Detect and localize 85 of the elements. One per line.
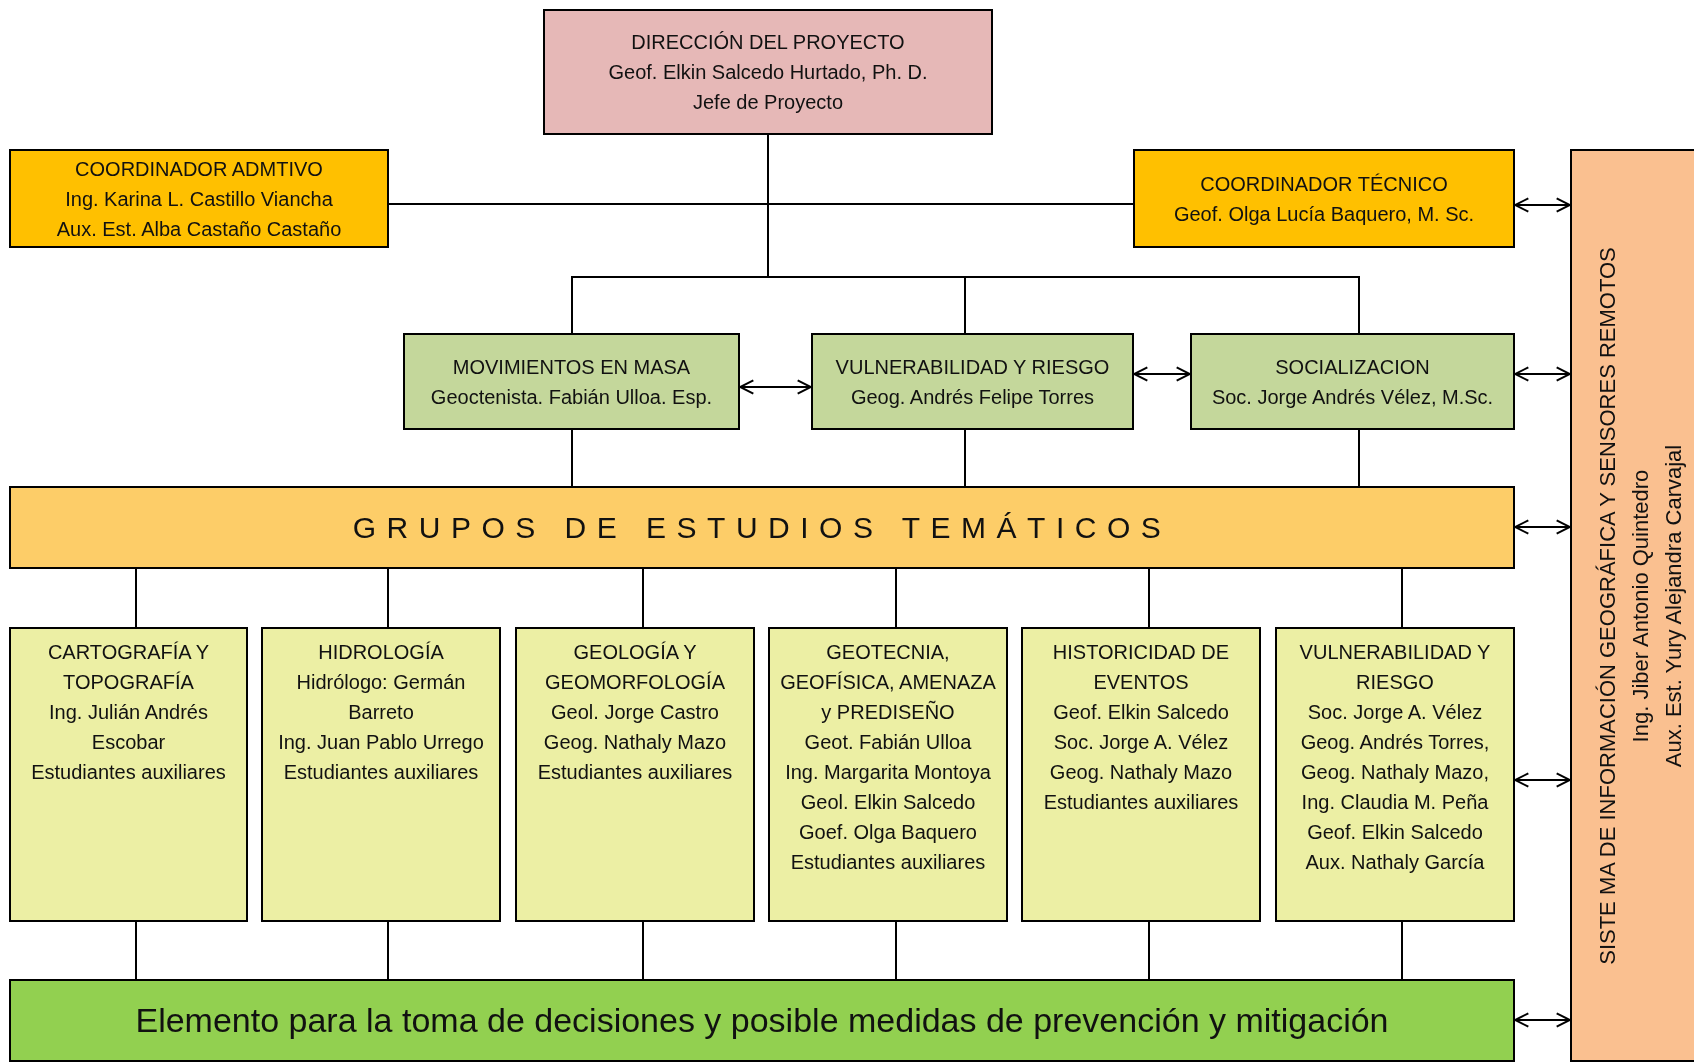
node-heading: SISTE MA DE INFORMACIÓN GEOGRÁFICA Y SENSORES REMOTOS [1592, 245, 1620, 967]
connector-line [387, 568, 389, 628]
study-group-box [1021, 627, 1261, 922]
node-heading: CARTOGRAFÍA Y TOPOGRAFÍA [46, 640, 211, 695]
node-heading: GEOTECNIA, GEOFÍSICA, AMENAZA y PREDISEÑO [779, 640, 997, 725]
connector-line [895, 921, 897, 980]
node-text: Ing. Julián Andrés Escobar [48, 700, 209, 755]
node-heading: SOCIALIZACION [1274, 354, 1431, 380]
node-text: Goef. Olga Baquero [798, 820, 978, 845]
outcome-banner [9, 979, 1515, 1062]
node-text: Geoctenista. Fabián Ulloa. Esp. [429, 384, 714, 410]
area-box [1190, 333, 1515, 430]
study-group-box [768, 627, 1008, 922]
double-arrow [1514, 366, 1571, 382]
study-group-box [515, 627, 755, 922]
node-text: Aux. Nathaly García [1304, 850, 1486, 875]
node-text: Estudiantes auxiliares [282, 760, 480, 785]
double-arrow [739, 379, 812, 395]
double-arrow [1514, 197, 1571, 213]
groups-banner [9, 486, 1515, 569]
study-group-box [1275, 627, 1515, 922]
double-arrow [1514, 772, 1571, 788]
node-text: Geog. Nathaly Mazo [542, 730, 728, 755]
node-text: Elemento para la toma de decisiones y posible medidas de prevención y mitigación [134, 1000, 1390, 1041]
node-heading: VULNERABILIDAD Y RIESGO [834, 354, 1111, 380]
node-text: Geof. Elkin Salcedo [1306, 820, 1484, 845]
node-text: Geol. Jorge Castro [550, 700, 720, 725]
node-text: Ing. Claudia M. Peña [1300, 790, 1490, 815]
connector-line [135, 921, 137, 980]
area-box [403, 333, 740, 430]
node-text: Soc. Jorge A. Vélez [1052, 730, 1230, 755]
node-text: Ing. Karina L. Castillo Viancha [64, 186, 334, 212]
node-text: Ing. Margarita Montoya [784, 760, 992, 785]
node-heading: COORDINADOR TÉCNICO [1199, 171, 1449, 197]
connector-line [1401, 568, 1403, 628]
node-text: Soc. Jorge Andrés Vélez, M.Sc. [1210, 384, 1495, 410]
node-text: Aux. Est. Yury Alejandra Carvajal [1658, 443, 1687, 769]
connector-line [571, 429, 573, 487]
node-text: Geog. Nathaly Mazo [1048, 760, 1234, 785]
node-text: Geof. Elkin Salcedo Hurtado, Ph. D. [607, 60, 929, 85]
study-group-box [261, 627, 501, 922]
node-text: Geog. Nathaly Mazo, [1300, 760, 1490, 785]
coordinator-box [1133, 149, 1515, 248]
node-text: Geog. Andrés Torres, [1299, 730, 1491, 755]
node-text: Geof. Elkin Salcedo [1052, 700, 1230, 725]
double-arrow [1514, 519, 1571, 535]
node-text: Estudiantes auxiliares [789, 850, 987, 875]
node-heading: MOVIMIENTOS EN MASA [451, 354, 692, 380]
coordinator-box [9, 149, 389, 248]
double-arrow [1133, 366, 1191, 382]
study-group-box [9, 627, 248, 922]
connector-line [642, 921, 644, 980]
node-text: Ing. Juan Pablo Urrego [277, 730, 485, 755]
director-box [543, 9, 993, 135]
connector-line [642, 568, 644, 628]
connector-line [135, 568, 137, 628]
node-text: Ing. Jiber Antonio Quintedro [1625, 468, 1654, 744]
gis-band [1570, 149, 1694, 1062]
node-text: Estudiantes auxiliares [30, 760, 227, 785]
node-text: Geof. Olga Lucía Baquero, M. Sc. [1172, 201, 1476, 227]
area-box [811, 333, 1134, 430]
node-text: Hidrólogo: Germán Barreto [295, 670, 467, 725]
double-arrow [1514, 1012, 1571, 1028]
node-text: Aux. Est. Alba Castaño Castaño [55, 216, 343, 242]
connector-line [1148, 568, 1150, 628]
node-text: Geol. Elkin Salcedo [799, 790, 977, 815]
node-text: Geog. Andrés Felipe Torres [849, 384, 1096, 410]
node-text: Estudiantes auxiliares [536, 760, 734, 785]
connector-line [1401, 921, 1403, 980]
connector-line [964, 429, 966, 487]
node-text: Estudiantes auxiliares [1042, 790, 1240, 815]
node-text: Soc. Jorge A. Vélez [1306, 700, 1484, 725]
node-text: Geot. Fabián Ulloa [803, 730, 973, 755]
connector-line [895, 568, 897, 628]
node-heading: GEOLOGÍA Y GEOMORFOLOGÍA [544, 640, 726, 695]
connector-line [1148, 921, 1150, 980]
connector-line [387, 921, 389, 980]
node-heading: VULNERABILIDAD Y RIESGO [1298, 640, 1492, 695]
node-text: GRUPOS DE ESTUDIOS TEMÁTICOS [351, 509, 1173, 546]
connector-line [1358, 429, 1360, 487]
node-heading: HIDROLOGÍA [317, 640, 445, 665]
node-heading: COORDINADOR ADMTIVO [74, 156, 324, 182]
node-heading: DIRECCIÓN DEL PROYECTO [630, 30, 906, 55]
node-heading: HISTORICIDAD DE EVENTOS [1051, 640, 1231, 695]
node-text: Jefe de Proyecto [691, 90, 845, 115]
